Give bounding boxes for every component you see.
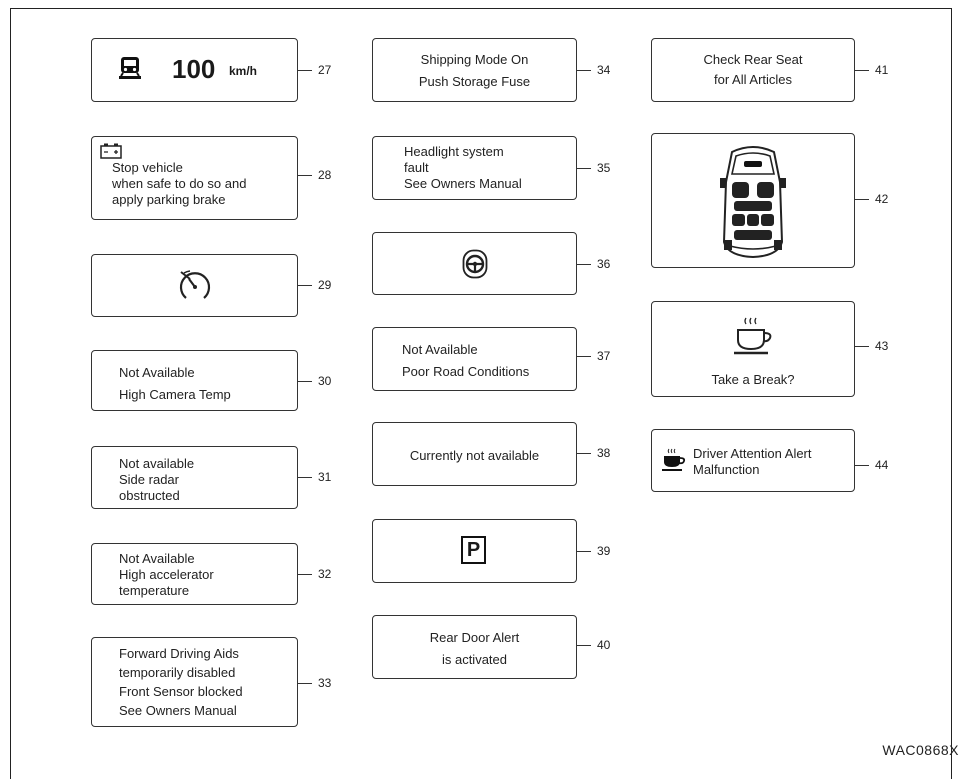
display-42 (651, 133, 855, 268)
speed-unit: km/h (229, 64, 258, 78)
callout-29: 29 (318, 278, 332, 292)
callout-38: 38 (597, 446, 611, 460)
callout-32: 32 (318, 567, 332, 581)
train-icon (119, 57, 141, 79)
steering-wheel-icon (462, 249, 488, 279)
parking-icon: P (461, 536, 486, 564)
callout-40: 40 (597, 638, 611, 652)
display-41-text: Check Rear Seat for All Articles (703, 52, 803, 87)
figure-code: WAC0868X (882, 742, 959, 758)
callout-27: 27 (318, 63, 332, 77)
display-32: Not Available High accelerator temperatu… (91, 543, 298, 605)
speedometer-off-icon (179, 270, 211, 299)
display-43-text: Take a Break? (711, 372, 795, 387)
display-43: Take a Break? (651, 301, 855, 397)
display-44: Driver Attention Alert Malfunction (651, 429, 855, 492)
display-30-text: Not Available High Camera Temp (119, 365, 231, 402)
display-38-text: Currently not available (409, 448, 540, 463)
callout-42: 42 (875, 192, 889, 206)
display-37-text: Not Available Poor Road Conditions (402, 342, 530, 379)
display-36 (372, 232, 577, 295)
callout-44: 44 (875, 458, 889, 472)
display-34: Shipping Mode On Push Storage Fuse (372, 38, 577, 102)
display-30: Not Available High Camera Temp (91, 350, 298, 411)
callout-43: 43 (875, 339, 889, 353)
parking-letter: P (466, 539, 481, 561)
display-37: Not Available Poor Road Conditions (372, 327, 577, 391)
callout-34: 34 (597, 63, 611, 77)
callout-41: 41 (875, 63, 889, 77)
display-40-text: Rear Door Alert is activated (429, 630, 520, 667)
display-31-text: Not available Side radar obstructed (119, 456, 195, 503)
display-28: Stop vehicle when safe to do so and appl… (91, 136, 298, 220)
coffee-cup-icon (734, 317, 772, 355)
figure-frame (10, 8, 952, 779)
coffee-cup-icon (662, 448, 686, 471)
display-28-text: Stop vehicle when safe to do so and appl… (112, 160, 247, 207)
callout-39: 39 (597, 544, 611, 558)
callout-37: 37 (597, 349, 611, 363)
display-35-text: Headlight system fault See Owners Manual (404, 144, 522, 191)
callout-36: 36 (597, 257, 611, 271)
callout-35: 35 (597, 161, 611, 175)
display-27: 100 km/h (91, 38, 298, 102)
speed-value: 100 (172, 54, 216, 84)
callout-28: 28 (318, 168, 332, 182)
display-41: Check Rear Seat for All Articles (651, 38, 855, 102)
display-40: Rear Door Alert is activated (372, 615, 577, 679)
display-32-text: Not Available High accelerator temperatu… (119, 551, 214, 598)
display-33-text: Forward Driving Aids temporarily disable… (119, 646, 243, 718)
display-44-text: Driver Attention Alert Malfunction (693, 446, 812, 477)
callout-31: 31 (318, 470, 332, 484)
callout-33: 33 (318, 676, 332, 690)
display-38: Currently not available (372, 422, 577, 486)
display-35: Headlight system fault See Owners Manual (372, 136, 577, 200)
display-33: Forward Driving Aids temporarily disable… (91, 637, 298, 727)
display-34-text: Shipping Mode On Push Storage Fuse (418, 52, 531, 89)
battery-icon (100, 143, 122, 159)
car-top-view-icon (720, 146, 786, 259)
display-29 (91, 254, 298, 317)
display-39: P (372, 519, 577, 583)
callout-30: 30 (318, 374, 332, 388)
display-31: Not available Side radar obstructed (91, 446, 298, 509)
